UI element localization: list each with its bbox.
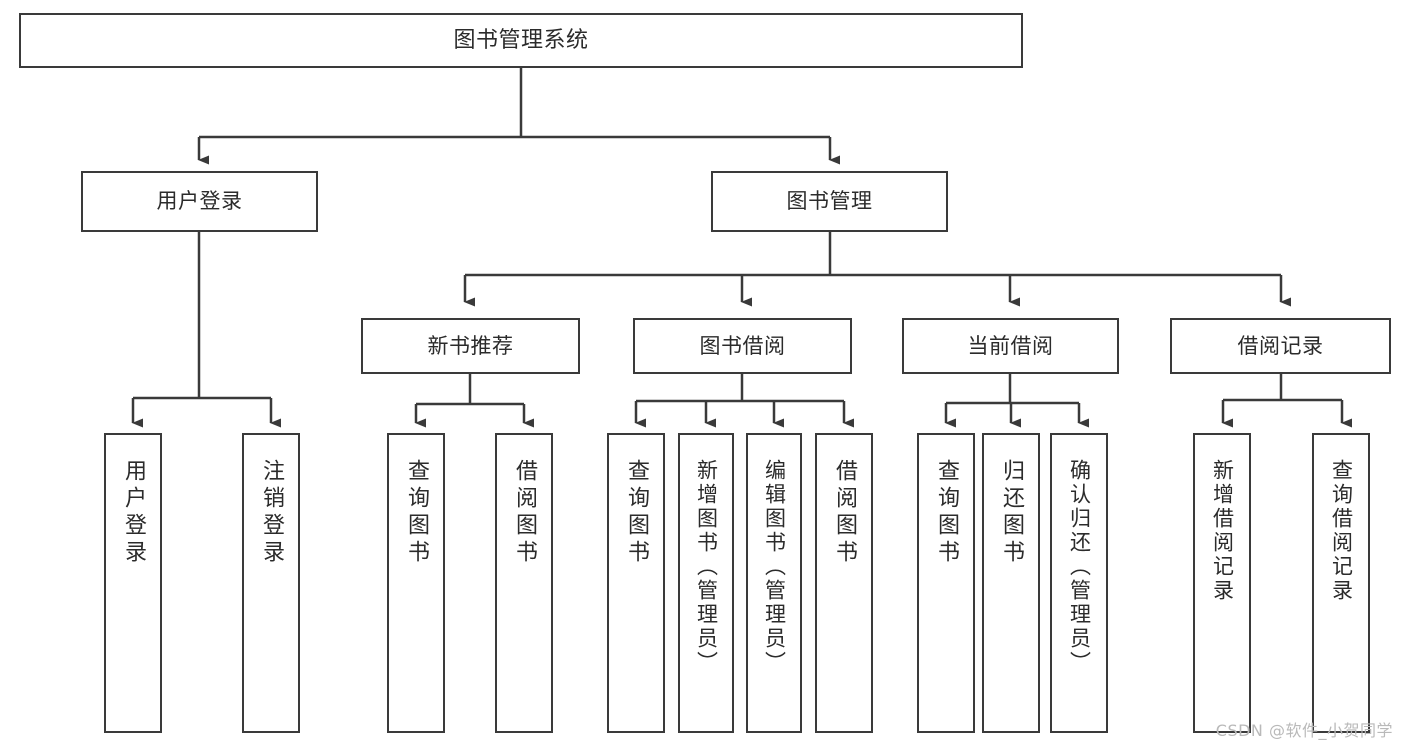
node-label: 图书管理 [786,189,873,214]
node-label: 借阅图书 [832,459,857,567]
leaf-borrow-edit-book-admin[interactable]: 编辑图书（管理员） [746,433,802,733]
leaf-recommend-query-book[interactable]: 查询图书 [387,433,445,733]
node-label: 查询借阅记录 [1329,459,1354,603]
node-label: 查询图书 [404,459,429,567]
node-label: 确认归还（管理员） [1067,459,1092,675]
node-label: 查询图书 [624,459,649,567]
node-label: 查询图书 [934,459,959,567]
leaf-borrow-query-book[interactable]: 查询图书 [607,433,665,733]
leaf-user-logout[interactable]: 注销登录 [242,433,300,733]
node-current-borrow[interactable]: 当前借阅 [902,318,1119,374]
node-label: 用户登录 [156,189,243,214]
leaf-user-login[interactable]: 用户登录 [104,433,162,733]
node-label: 新增借阅记录 [1210,459,1235,603]
node-book-management[interactable]: 图书管理 [711,171,948,232]
node-label: 注销登录 [259,459,284,567]
leaf-current-confirm-return-admin[interactable]: 确认归还（管理员） [1050,433,1108,733]
node-label: 用户登录 [121,459,146,567]
node-label: 新书推荐 [427,333,514,358]
leaf-recommend-borrow-book[interactable]: 借阅图书 [495,433,553,733]
leaf-record-add-borrow-record[interactable]: 新增借阅记录 [1193,433,1251,733]
leaf-borrow-add-book-admin[interactable]: 新增图书（管理员） [678,433,734,733]
node-borrow-record[interactable]: 借阅记录 [1170,318,1391,374]
node-user-login[interactable]: 用户登录 [81,171,318,232]
node-label: 借阅记录 [1237,333,1324,358]
leaf-record-query-borrow-record[interactable]: 查询借阅记录 [1312,433,1370,733]
leaf-current-return-book[interactable]: 归还图书 [982,433,1040,733]
node-label: 当前借阅 [967,333,1054,358]
node-book-borrow[interactable]: 图书借阅 [633,318,852,374]
leaf-borrow-borrow-book[interactable]: 借阅图书 [815,433,873,733]
node-label: 新增图书（管理员） [694,459,719,675]
node-root-system[interactable]: 图书管理系统 [19,13,1023,68]
node-label: 借阅图书 [512,459,537,567]
node-label: 编辑图书（管理员） [762,459,787,675]
node-label: 图书管理系统 [453,27,589,53]
node-label: 归还图书 [999,459,1024,567]
watermark-text: CSDN @软件_小贺同学 [1215,721,1393,740]
node-label: 图书借阅 [699,333,786,358]
node-new-book-recommend[interactable]: 新书推荐 [361,318,580,374]
leaf-current-query-book[interactable]: 查询图书 [917,433,975,733]
